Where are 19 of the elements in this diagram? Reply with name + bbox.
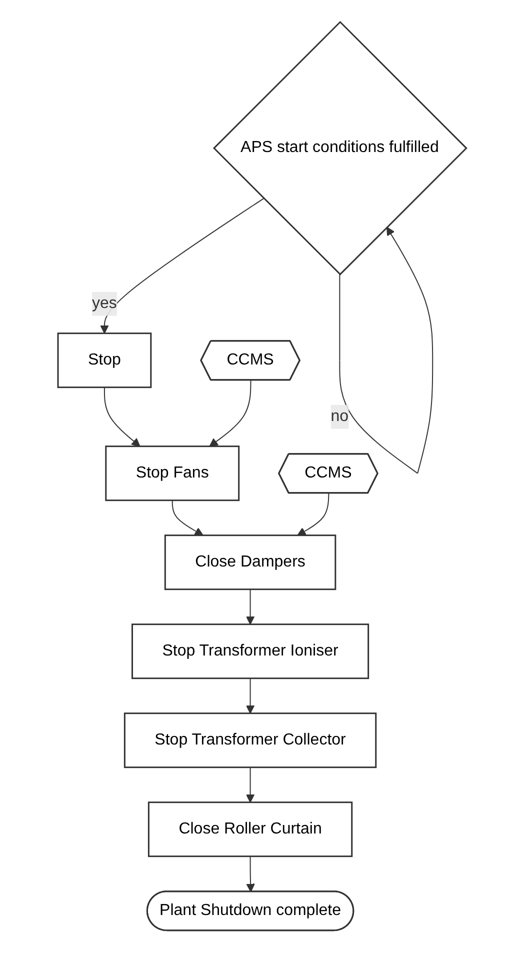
node-box: Stop Transformer Ioniser (132, 624, 370, 680)
edge-label: no (331, 408, 349, 426)
arrow (297, 493, 330, 536)
node-box: Stop Fans (105, 446, 240, 502)
edge-label: yes (92, 295, 118, 312)
arrow (246, 856, 256, 893)
node-box: Close Roller Curtain (148, 802, 353, 858)
arrow (210, 380, 252, 448)
arrow (100, 198, 265, 334)
arrow (104, 387, 141, 448)
node-box: Stop Transformer Collector (124, 712, 377, 768)
node-box: Close Dampers (164, 534, 336, 590)
arrow (172, 500, 204, 536)
node-diamond: APS start conditions fulfilled (213, 21, 468, 276)
node-box: Stop (58, 332, 152, 388)
arrow (246, 678, 255, 714)
arrow (246, 767, 255, 804)
arrow (340, 227, 434, 474)
arrow (246, 589, 255, 626)
